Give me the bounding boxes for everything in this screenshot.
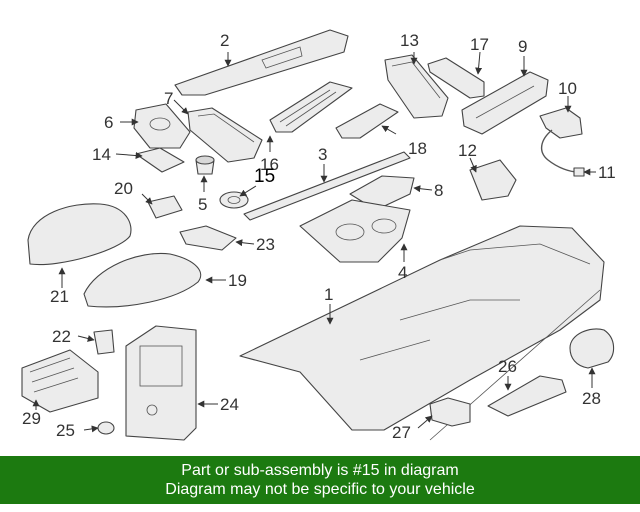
callout-27: 27 <box>392 423 411 442</box>
callout-labels: 2 13 17 9 10 11 12 6 7 16 18 14 5 15 3 8… <box>22 31 616 442</box>
part-28-gear-selector[interactable] <box>569 328 615 369</box>
part-1-center-console[interactable] <box>239 225 605 441</box>
part-20-block[interactable] <box>147 195 183 219</box>
callout-12: 12 <box>458 141 477 160</box>
part-19-armrest[interactable] <box>83 252 202 308</box>
banner-line-2: Diagram may not be specific to your vehi… <box>165 481 475 498</box>
callout-26: 26 <box>498 357 517 376</box>
callout-29: 29 <box>22 409 41 428</box>
part-27-switch[interactable] <box>429 397 471 427</box>
part-15-washer[interactable] <box>219 191 249 209</box>
callout-13: 13 <box>400 31 419 50</box>
part-23-cover[interactable] <box>179 225 237 251</box>
part-26-switch-strip[interactable] <box>487 375 567 417</box>
part-16-mat[interactable] <box>269 81 353 133</box>
part-21-armrest-lid[interactable] <box>27 203 132 266</box>
callout-14: 14 <box>92 145 111 164</box>
part-12-module[interactable] <box>469 159 517 201</box>
parts-diagram: 2 13 17 9 10 11 12 6 7 16 18 14 5 15 3 8… <box>21 29 616 442</box>
part-14-pad[interactable] <box>135 147 185 173</box>
part-9-tray-bracket[interactable] <box>461 71 549 135</box>
callout-9: 9 <box>518 37 527 56</box>
part-3-trim[interactable] <box>243 151 411 221</box>
part-7-tray[interactable] <box>187 107 263 163</box>
callout-22: 22 <box>52 327 71 346</box>
part-2-trim-strip[interactable] <box>174 29 349 96</box>
callout-4: 4 <box>398 263 407 282</box>
callout-16: 16 <box>260 155 279 174</box>
callout-17: 17 <box>470 35 489 54</box>
callout-2: 2 <box>220 31 229 50</box>
callout-8: 8 <box>434 181 443 200</box>
callout-20: 20 <box>114 179 133 198</box>
callout-11: 11 <box>598 163 616 182</box>
part-17-mat[interactable] <box>427 57 485 99</box>
callout-15: 15 <box>254 166 275 187</box>
part-24-rear-panel[interactable] <box>125 325 197 441</box>
part-22-clip[interactable] <box>93 329 115 355</box>
part-25-plug[interactable] <box>97 421 115 435</box>
part-6-insert[interactable] <box>133 103 191 149</box>
part-10-bracket[interactable] <box>539 107 583 139</box>
part-29-vent[interactable] <box>21 349 99 413</box>
callout-19: 19 <box>228 271 247 290</box>
part-18-mat[interactable] <box>335 103 399 139</box>
info-banner: Part or sub-assembly is #15 in diagram D… <box>0 456 640 504</box>
part-knob[interactable] <box>195 155 215 175</box>
banner-line-1: Part or sub-assembly is #15 in diagram <box>181 462 459 479</box>
callout-10: 10 <box>558 79 577 98</box>
callout-3: 3 <box>318 145 327 164</box>
callout-23: 23 <box>256 235 275 254</box>
callout-6: 6 <box>104 113 113 132</box>
callout-21: 21 <box>50 287 69 306</box>
callout-25: 25 <box>56 421 75 440</box>
callout-5: 5 <box>198 195 207 214</box>
callout-24: 24 <box>220 395 239 414</box>
leader-lines <box>32 51 596 433</box>
callout-28: 28 <box>582 389 601 408</box>
callout-7: 7 <box>164 89 173 108</box>
callout-1: 1 <box>324 285 333 304</box>
part-4-cup-holder[interactable] <box>299 199 411 263</box>
callout-18: 18 <box>408 139 427 158</box>
